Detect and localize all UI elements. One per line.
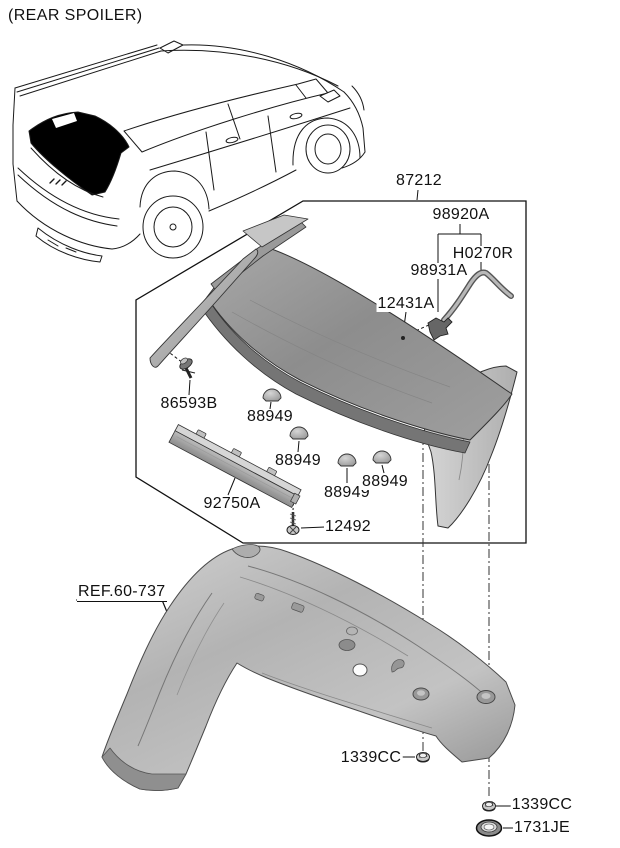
panel-hole bbox=[352, 663, 368, 677]
callout-H0270R: H0270R bbox=[451, 245, 515, 262]
rear-wheel-arch bbox=[139, 170, 210, 210]
clip-86593B-drawing bbox=[179, 357, 196, 379]
side-glass bbox=[123, 78, 329, 153]
stop-lamp-drawing bbox=[168, 424, 302, 509]
callout-88949-3: 88949 bbox=[323, 484, 371, 501]
spoiler-assembly-box bbox=[135, 200, 527, 544]
callout-86593B: 86593B bbox=[159, 395, 219, 412]
callout-98920A: 98920A bbox=[431, 206, 491, 223]
callout-1339CC-upper: 1339CC bbox=[339, 749, 403, 766]
rear-skid-plate bbox=[35, 227, 103, 263]
vehicle-rear-view-drawing bbox=[12, 40, 366, 263]
callout-98931A: 98931A bbox=[409, 262, 469, 279]
kia-emblem bbox=[49, 178, 67, 186]
spoiler-underside bbox=[199, 296, 471, 454]
callout-88949-2: 88949 bbox=[274, 452, 322, 469]
callout-1731JE: 1731JE bbox=[512, 819, 572, 836]
page-title: (REAR SPOILER) bbox=[8, 7, 143, 24]
grommet-2 bbox=[289, 426, 309, 440]
spoiler-left-blade bbox=[149, 248, 259, 368]
callout-12492: 12492 bbox=[324, 518, 372, 535]
wiring-harness-drawing bbox=[427, 269, 514, 341]
rear-wheel bbox=[142, 195, 204, 259]
callout-88949-4: 88949 bbox=[361, 473, 409, 490]
callout-88949-1: 88949 bbox=[246, 408, 294, 425]
front-wheel-arch bbox=[292, 117, 361, 166]
nut-drawing-upper bbox=[416, 751, 430, 763]
screw-drawing bbox=[286, 512, 300, 535]
nut-drawing-lower bbox=[482, 800, 496, 812]
grommet-4 bbox=[372, 450, 392, 464]
ref-arrow-shaft bbox=[161, 599, 168, 613]
callout-1339CC-lower: 1339CC bbox=[510, 796, 574, 813]
door-handle bbox=[225, 136, 239, 144]
spoiler-ridge bbox=[242, 214, 309, 248]
grommet-1 bbox=[262, 388, 282, 402]
door-handle bbox=[289, 112, 303, 120]
tailgate-panel-drawing bbox=[101, 544, 516, 791]
grommet-drawings bbox=[262, 388, 392, 467]
side-mirror bbox=[319, 89, 341, 103]
spoiler-drawing bbox=[149, 214, 518, 529]
rear-spoiler-black-area bbox=[28, 111, 130, 196]
wiring-clip-98931A bbox=[427, 317, 453, 341]
stud-12431A bbox=[401, 336, 405, 340]
callout-87212: 87212 bbox=[395, 172, 443, 189]
front-wheel bbox=[305, 124, 351, 174]
washer-grommet-drawing bbox=[475, 819, 503, 837]
grommet-3 bbox=[337, 453, 357, 467]
callout-ref-60-737: REF.60-737 bbox=[77, 583, 167, 602]
callout-92750A: 92750A bbox=[202, 495, 262, 512]
callout-12431A: 12431A bbox=[376, 295, 436, 312]
